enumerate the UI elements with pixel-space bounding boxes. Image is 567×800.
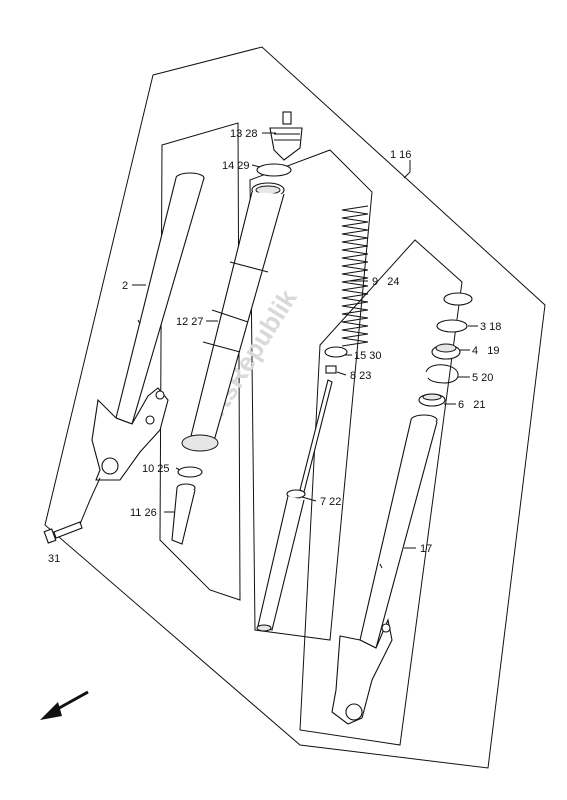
cartridge-group-frame: [249, 149, 373, 641]
front-direction-arrow-icon: [40, 690, 89, 720]
label-12-27: 12 27: [176, 316, 204, 328]
slide-bushing[interactable]: [177, 466, 203, 478]
stopper-ring[interactable]: [436, 319, 468, 333]
label-14-29: 14 29: [222, 160, 250, 172]
spring-seat[interactable]: [324, 346, 348, 358]
label-17: 17: [420, 543, 432, 555]
left-outer-tube[interactable]: [91, 172, 205, 481]
right-outer-tube[interactable]: [331, 414, 438, 725]
fork-cap-bolt[interactable]: [269, 111, 303, 161]
lock-nut[interactable]: [325, 365, 337, 374]
cap-o-ring[interactable]: [256, 163, 292, 177]
damper-group-frame: [159, 122, 241, 601]
label-7-22: 7 22: [320, 496, 341, 508]
label-13-28: 13 28: [230, 128, 258, 140]
label-5-20: 5 20: [472, 372, 493, 384]
dust-seal[interactable]: [443, 292, 473, 306]
fork-spring[interactable]: [341, 205, 369, 347]
label-9-24: 9 24: [372, 276, 400, 288]
label-15-30: 15 30: [354, 350, 382, 362]
oil-lock-piece[interactable]: [171, 483, 196, 545]
label-3-18: 3 18: [480, 321, 501, 333]
outer-bushing[interactable]: [418, 393, 446, 407]
snap-ring[interactable]: [425, 364, 459, 384]
leader-lines: [79, 132, 478, 549]
assembly-frame: [44, 46, 546, 769]
label-2: 2: [122, 280, 128, 292]
oil-seal[interactable]: [431, 343, 461, 360]
label-10-25: 10 25: [142, 463, 170, 475]
right-leg-group-frame: [299, 239, 463, 746]
axle-pinch-bolt[interactable]: [43, 521, 83, 544]
left-inner-tube[interactable]: [181, 182, 285, 452]
label-31: 31: [48, 553, 60, 565]
damper-cylinder[interactable]: [256, 379, 333, 632]
label-6-21: 6 21: [458, 399, 486, 411]
label-11-26: 11 26: [130, 507, 157, 519]
label-8-23: 8 23: [350, 370, 371, 382]
label-1-16: 1 16: [390, 149, 411, 161]
label-4-19: 4 19: [472, 345, 500, 357]
